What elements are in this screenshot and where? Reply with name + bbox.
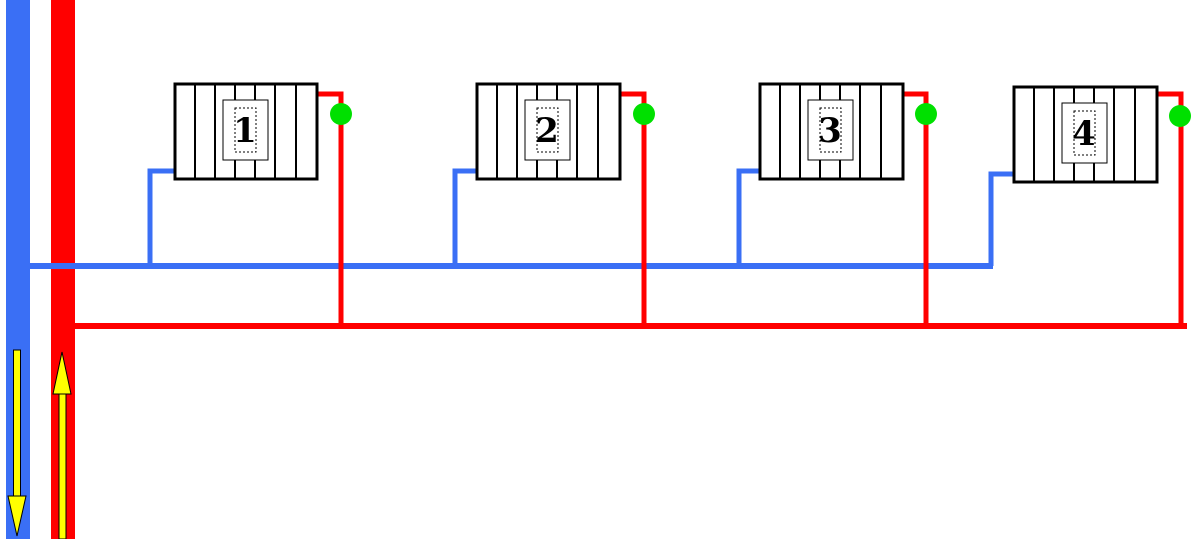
radiator-2-supply-branch [620,91,647,326]
radiator-1-label-box [222,99,269,161]
radiator-3-label-box [807,99,854,161]
radiator-3-return-branch [736,168,762,266]
supply-main-pipe [75,323,1187,329]
radiator-4-label: 4 [1072,114,1096,154]
radiator-3: 3 [736,82,937,326]
radiator-2-valve-icon [633,103,655,125]
radiator-3-label: 3 [818,111,842,151]
radiator-4-return-branch [988,171,1015,266]
radiator-4: 4 [988,85,1191,326]
radiator-2-label-box [524,99,571,161]
radiator-1-return-branch [147,168,176,266]
radiator-4-label-box [1061,102,1108,164]
radiator-1-label: 1 [233,111,257,151]
radiator-3-valve-icon [915,103,937,125]
radiator-1: 1 [147,82,352,326]
radiator-2: 2 [452,82,655,326]
radiator-1-supply-branch [318,91,344,326]
radiator-2-return-branch [452,168,478,266]
radiator-1-valve-icon [330,103,352,125]
radiator-2-label: 2 [535,111,559,151]
radiator-4-supply-branch [1157,91,1184,326]
up-arrow-icon [52,351,72,539]
down-arrow-icon [7,349,27,537]
radiator-3-supply-branch [903,91,929,326]
radiator-4-valve-icon [1169,105,1191,127]
return-main-pipe [30,263,993,269]
